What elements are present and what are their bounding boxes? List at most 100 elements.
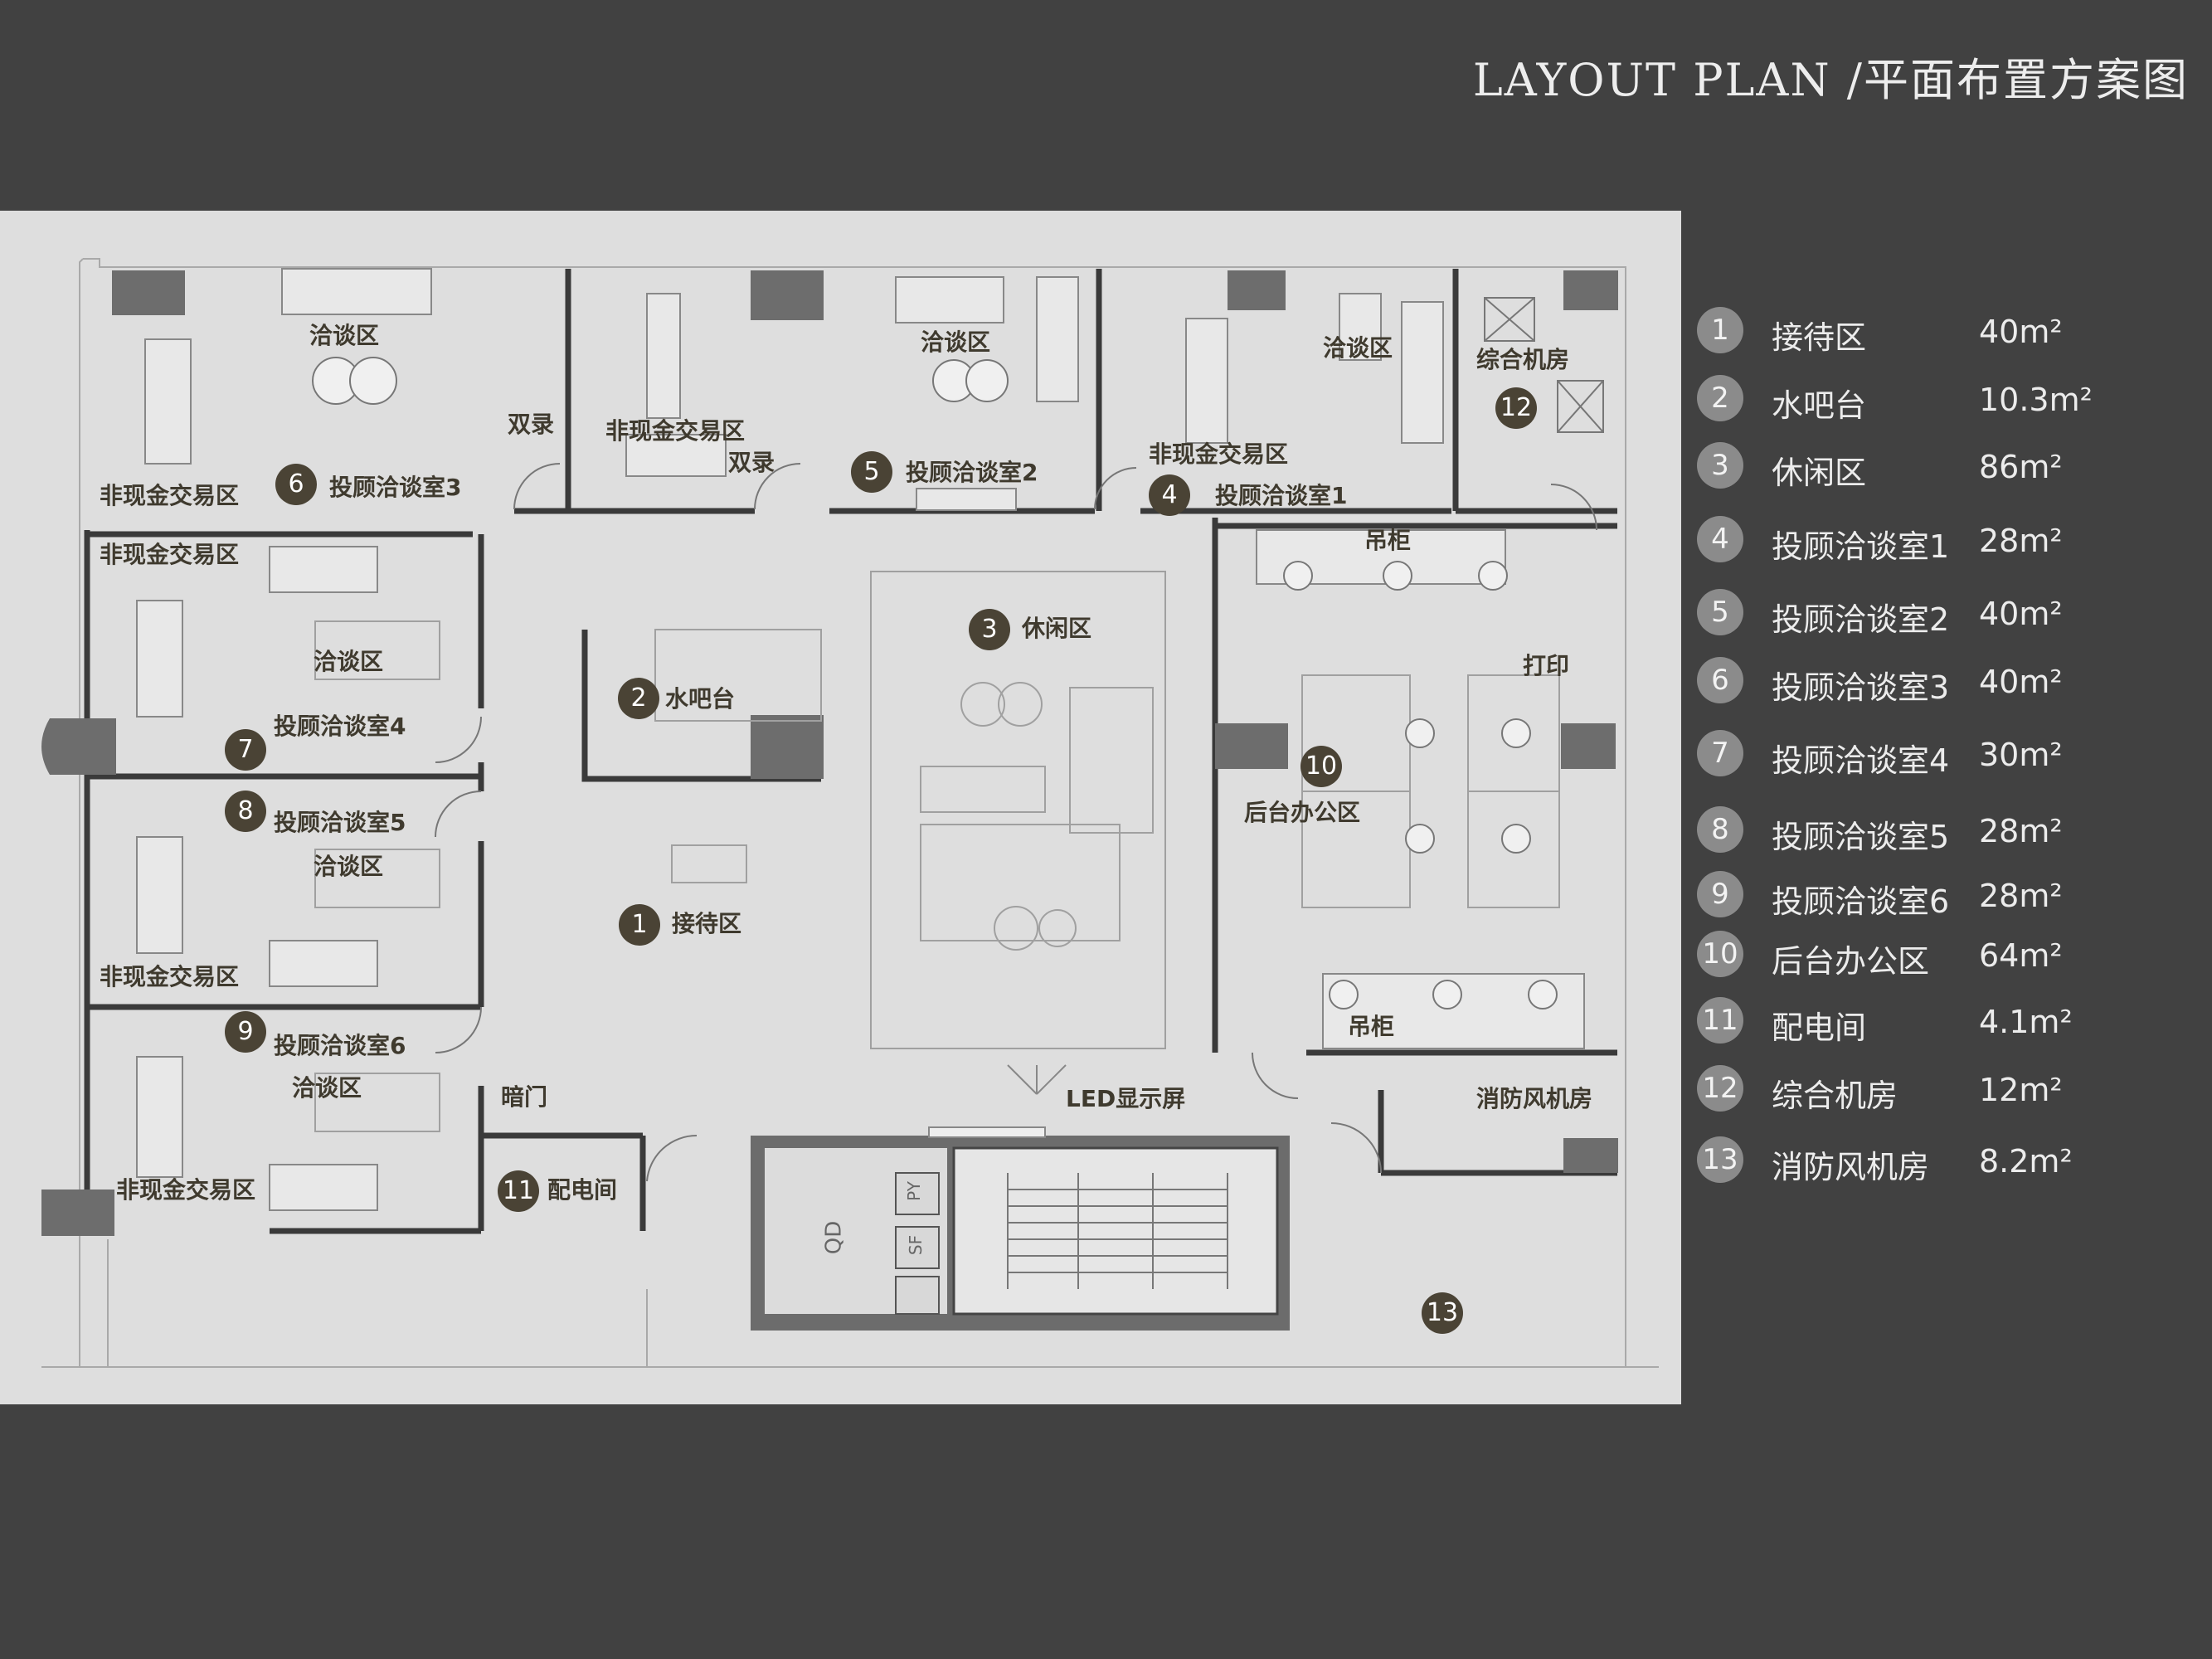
- label-non-cash-area-1: 非现金交易区: [100, 482, 240, 509]
- legend-room-area: 8.2m²: [1979, 1143, 2073, 1180]
- legend-number-badge: 7: [1697, 730, 1743, 776]
- label-led-screen: LED显示屏: [1066, 1085, 1186, 1112]
- legend-room-area: 12m²: [1979, 1072, 2063, 1108]
- room-name-10: 后台办公区: [1244, 799, 1361, 826]
- legend-room-area: 64m²: [1979, 937, 2063, 974]
- label-dual-record-1: 双录: [508, 411, 555, 438]
- room-badge-12: 12: [1495, 387, 1537, 429]
- legend-number-badge: 3: [1697, 442, 1743, 489]
- room-badge-7: 7: [225, 729, 266, 771]
- legend-room-name: 投顾洽谈室3: [1772, 669, 1950, 706]
- floor-plan-drawing: [41, 258, 1659, 1368]
- legend-number-badge: 9: [1697, 871, 1743, 917]
- label-print: 打印: [1523, 652, 1570, 679]
- legend-room-name: 综合机房: [1772, 1078, 1898, 1114]
- label-discuss-area-room3: 洽谈区: [309, 322, 380, 349]
- label-discuss-area-room6: 洽谈区: [292, 1074, 362, 1102]
- label-non-cash-area-4: 非现金交易区: [116, 1176, 256, 1204]
- room-name-6: 投顾洽谈室3: [329, 474, 462, 501]
- room-badge-13: 13: [1422, 1292, 1463, 1334]
- room-name-1: 接待区: [672, 910, 742, 937]
- label-core-py: PY: [903, 1181, 924, 1201]
- room-name-13: 消防风机房: [1476, 1085, 1593, 1112]
- room-badge-9: 9: [225, 1011, 266, 1053]
- legend-number-badge: 8: [1697, 806, 1743, 853]
- label-cabinet-bottom: 吊柜: [1348, 1013, 1395, 1040]
- legend-number-badge: 6: [1697, 657, 1743, 703]
- legend-number-badge: 10: [1697, 931, 1743, 977]
- legend-room-area: 40m²: [1979, 664, 2063, 700]
- legend-row: 8 投顾洽谈室5 28m²: [1692, 806, 2190, 855]
- room-name-4: 投顾洽谈室1: [1215, 482, 1348, 509]
- room-badge-4: 4: [1149, 474, 1190, 516]
- label-discuss-area-room5: 洽谈区: [314, 853, 384, 880]
- legend-room-name: 消防风机房: [1772, 1149, 1930, 1185]
- legend-number-badge: 11: [1697, 997, 1743, 1044]
- legend-room-name: 投顾洽谈室1: [1772, 528, 1950, 565]
- label-core-sf: SF: [906, 1234, 926, 1256]
- legend-room-area: 28m²: [1979, 813, 2063, 849]
- room-name-11: 配电间: [547, 1176, 618, 1204]
- legend-row: 7 投顾洽谈室4 30m²: [1692, 730, 2190, 779]
- legend-row: 6 投顾洽谈室3 40m²: [1692, 657, 2190, 706]
- room-badge-10: 10: [1300, 746, 1342, 787]
- room-name-5: 投顾洽谈室2: [906, 459, 1038, 486]
- legend-room-area: 86m²: [1979, 449, 2063, 485]
- room-badge-1: 1: [619, 904, 660, 946]
- legend-row: 12 综合机房 12m²: [1692, 1065, 2190, 1114]
- legend-room-area: 10.3m²: [1979, 382, 2093, 418]
- legend-room-name: 投顾洽谈室5: [1772, 819, 1950, 855]
- room-name-12: 综合机房: [1476, 346, 1570, 373]
- room-name-3: 休闲区: [1022, 615, 1092, 642]
- legend-room-area: 28m²: [1979, 523, 2063, 559]
- floor-plan: 洽谈区 洽谈区 洽谈区 洽谈区 洽谈区 洽谈区 非现金交易区 非现金交易区 非现…: [0, 211, 1681, 1404]
- legend-room-name: 配电间: [1772, 1010, 1867, 1046]
- label-discuss-area-room4: 洽谈区: [314, 648, 384, 675]
- room-name-7: 投顾洽谈室4: [274, 713, 406, 740]
- legend-number-badge: 5: [1697, 589, 1743, 635]
- room-badge-8: 8: [225, 791, 266, 832]
- legend-room-name: 投顾洽谈室2: [1772, 601, 1950, 638]
- label-non-cash-area-6: 非现金交易区: [1149, 440, 1289, 468]
- legend-room-area: 40m²: [1979, 314, 2063, 350]
- legend-row: 4 投顾洽谈室1 28m²: [1692, 516, 2190, 565]
- label-cabinet-top: 吊柜: [1364, 527, 1412, 554]
- legend-row: 9 投顾洽谈室6 28m²: [1692, 871, 2190, 920]
- legend-room-name: 投顾洽谈室4: [1772, 742, 1950, 779]
- room-badge-11: 11: [498, 1170, 539, 1212]
- room-badge-3: 3: [969, 609, 1010, 650]
- legend-room-area: 30m²: [1979, 737, 2063, 773]
- legend-room-name: 水吧台: [1772, 387, 1867, 424]
- legend-number-badge: 2: [1697, 375, 1743, 421]
- legend-row: 13 消防风机房 8.2m²: [1692, 1136, 2190, 1185]
- legend-row: 3 休闲区 86m²: [1692, 442, 2190, 491]
- label-core-qd: QD: [821, 1220, 847, 1255]
- legend-row: 10 后台办公区 64m²: [1692, 931, 2190, 980]
- room-badge-6: 6: [275, 464, 317, 505]
- legend-room-name: 接待区: [1772, 319, 1867, 356]
- room-badge-5: 5: [851, 451, 892, 493]
- legend-number-badge: 13: [1697, 1136, 1743, 1183]
- legend-row: 1 接待区 40m²: [1692, 307, 2190, 356]
- legend-number-badge: 1: [1697, 307, 1743, 353]
- label-dual-record-2: 双录: [728, 449, 775, 476]
- legend-number-badge: 12: [1697, 1065, 1743, 1112]
- label-non-cash-area-3: 非现金交易区: [100, 963, 240, 990]
- legend-row: 2 水吧台 10.3m²: [1692, 375, 2190, 424]
- room-name-9: 投顾洽谈室6: [274, 1032, 406, 1059]
- room-badge-2: 2: [618, 678, 659, 719]
- label-concealed-door: 暗门: [501, 1083, 548, 1111]
- label-non-cash-area-5: 非现金交易区: [605, 417, 746, 445]
- room-name-2: 水吧台: [665, 685, 736, 713]
- legend-room-area: 28m²: [1979, 878, 2063, 914]
- legend-room-name: 后台办公区: [1772, 943, 1930, 980]
- page-title: LAYOUT PLAN /平面布置方案图: [1472, 54, 2189, 106]
- legend-number-badge: 4: [1697, 516, 1743, 562]
- label-discuss-area-room2: 洽谈区: [921, 328, 991, 356]
- label-non-cash-area-2: 非现金交易区: [100, 541, 240, 568]
- legend-room-name: 投顾洽谈室6: [1772, 883, 1950, 920]
- legend-room-area: 4.1m²: [1979, 1004, 2073, 1040]
- legend-room-area: 40m²: [1979, 596, 2063, 632]
- room-name-8: 投顾洽谈室5: [274, 809, 406, 836]
- legend-row: 11 配电间 4.1m²: [1692, 997, 2190, 1046]
